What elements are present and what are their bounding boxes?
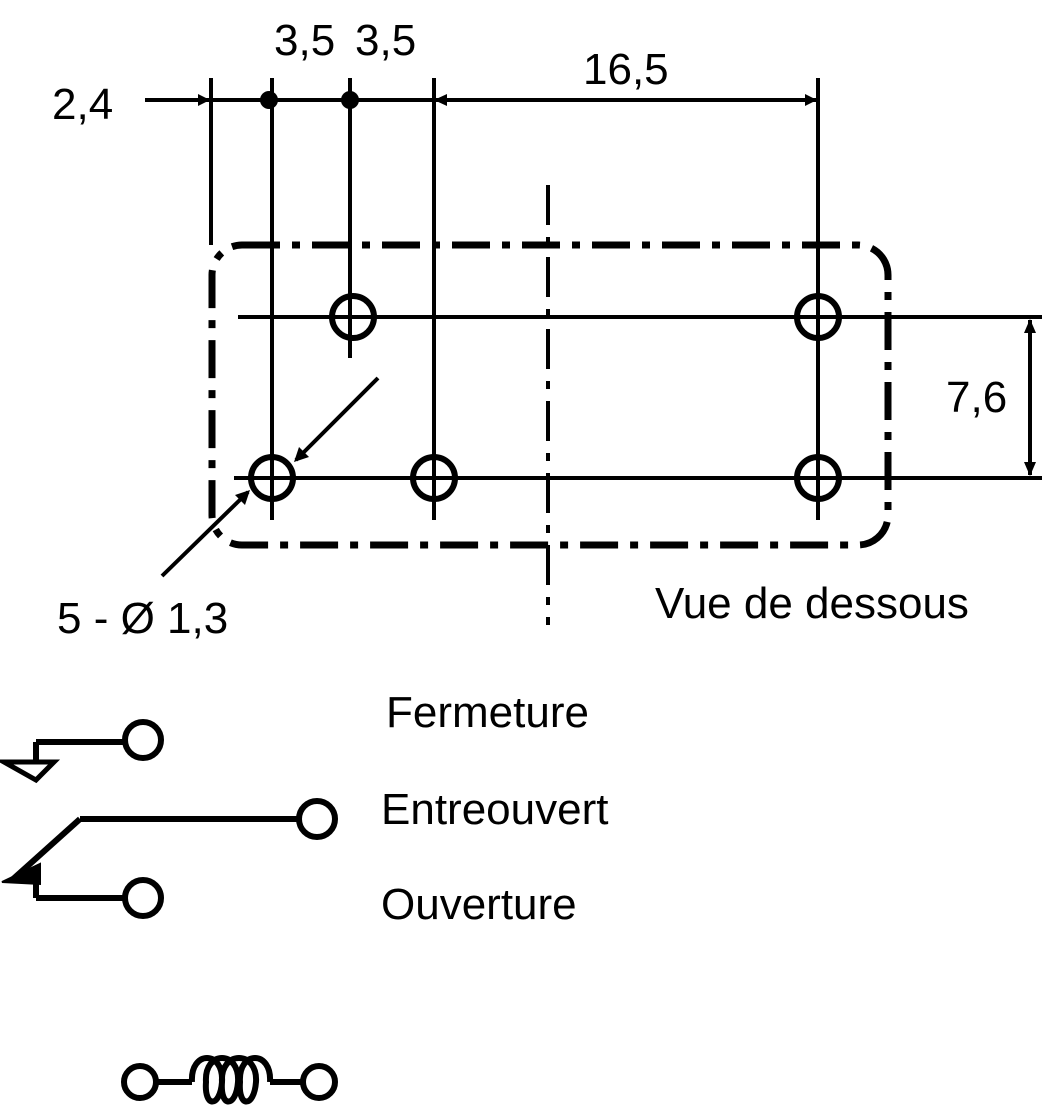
dimension-arrowhead-span-left xyxy=(434,94,447,106)
contact-symbols xyxy=(0,719,338,919)
dimension-arrowhead-up xyxy=(1024,319,1036,333)
pin-hole xyxy=(248,454,296,502)
view-label: Vue de dessous xyxy=(655,579,969,628)
dimension-dot xyxy=(341,91,359,109)
dimension-label-holes: 5 - Ø 1,3 xyxy=(57,594,228,643)
coil-symbol xyxy=(121,1055,338,1105)
contact-label-closing: Fermeture xyxy=(386,688,589,737)
dimension-label-pitch-2: 3,5 xyxy=(355,16,416,65)
changeover-contact-symbol xyxy=(9,798,338,883)
pin-hole xyxy=(329,293,377,341)
dimension-label-row-spacing: 7,6 xyxy=(946,373,1007,422)
dimension-label-pitch-1: 3,5 xyxy=(274,16,335,65)
footprint-view xyxy=(145,78,1042,625)
dimension-label-span: 16,5 xyxy=(583,45,669,94)
leader-arrowhead-hole xyxy=(294,447,309,462)
leader-line-hole xyxy=(294,376,380,462)
dimension-dot xyxy=(260,91,278,109)
leader-arrowhead-diameter xyxy=(235,490,250,505)
dimension-label-offset: 2,4 xyxy=(52,80,113,129)
leader-line-diameter xyxy=(160,490,250,578)
opening-contact-symbol xyxy=(1,862,164,919)
dimension-arrowhead-down xyxy=(1024,462,1036,476)
pin-hole xyxy=(794,454,842,502)
contact-label-changeover: Entreouvert xyxy=(381,785,608,834)
contact-label-opening: Ouverture xyxy=(381,880,577,929)
closing-contact-symbol xyxy=(0,719,164,784)
pin-hole xyxy=(410,454,458,502)
pin-hole xyxy=(794,293,842,341)
